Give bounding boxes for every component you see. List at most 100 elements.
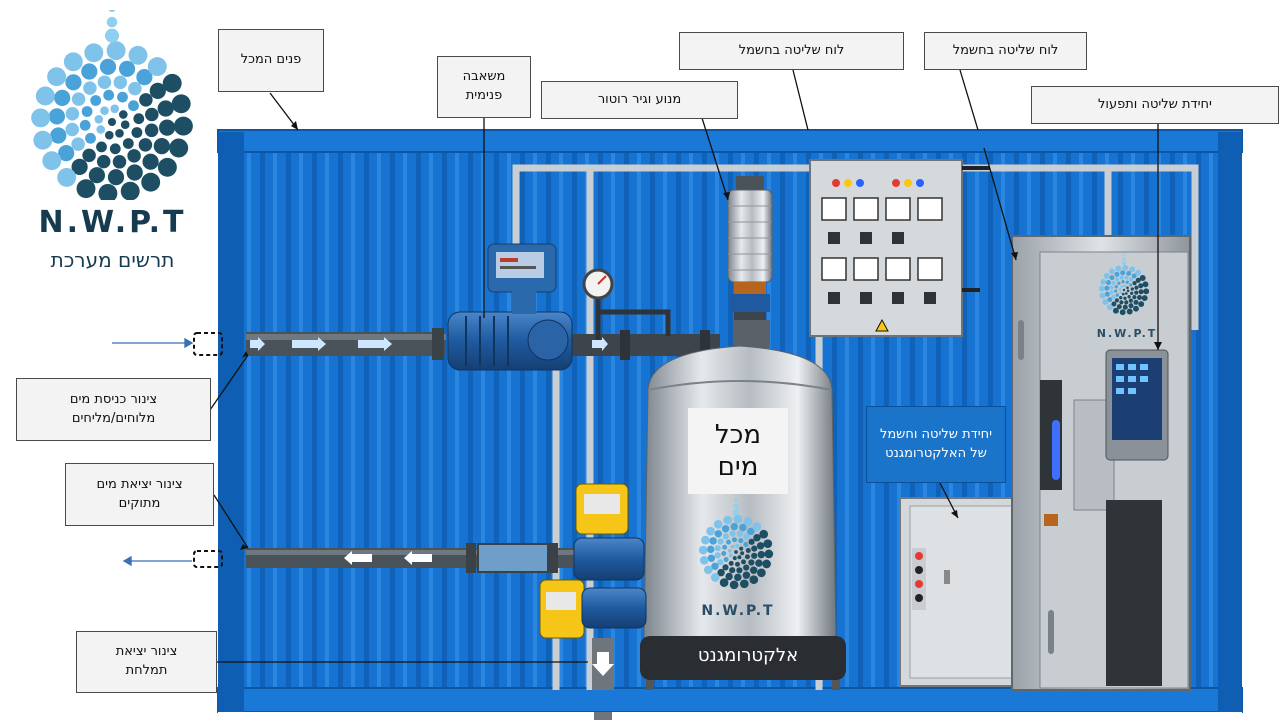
logo-dot xyxy=(747,527,755,536)
logo-dot xyxy=(96,141,107,153)
logo-dot xyxy=(1124,300,1129,305)
logo-dot xyxy=(48,108,65,125)
logo-dot xyxy=(1143,288,1150,295)
logo-dot xyxy=(128,45,148,65)
cabinet-logo-icon xyxy=(1098,249,1150,316)
logo-dot xyxy=(127,149,141,163)
logo-dot xyxy=(159,119,176,136)
logo-dot xyxy=(1130,287,1134,291)
logo-dot xyxy=(79,119,91,131)
logo-dot xyxy=(723,515,733,525)
logo-dot xyxy=(721,551,727,556)
logo-dot xyxy=(742,571,751,579)
inlet-pipe xyxy=(246,328,720,360)
logo-dot xyxy=(173,116,193,136)
logo-dot xyxy=(1119,296,1123,300)
logo-subtitle: תרשים מערכת xyxy=(50,248,175,272)
brine-outlet-pipe xyxy=(592,638,614,720)
logo-dot xyxy=(90,95,102,106)
callout-arrowheads xyxy=(240,121,1162,550)
logo-dot xyxy=(1115,277,1120,282)
logo-dot xyxy=(149,82,166,99)
logo-dot xyxy=(717,568,725,577)
booster-pumps xyxy=(539,483,647,639)
logo-dot xyxy=(1123,249,1125,252)
logo-dot xyxy=(1141,295,1148,302)
callout-control-operation-unit: יחידת שליטה ותפעול xyxy=(1031,86,1279,124)
logo-dot xyxy=(714,545,721,552)
logo-dot xyxy=(757,568,766,578)
logo-dot xyxy=(1126,308,1133,315)
logo-dot xyxy=(698,545,708,555)
logo-dot xyxy=(136,69,153,86)
logo-dot xyxy=(1099,292,1106,299)
logo-dot xyxy=(1135,277,1141,283)
logo-dot xyxy=(1123,296,1127,300)
logo-dot xyxy=(1126,286,1129,290)
logo-dot xyxy=(730,544,735,549)
logo-dot xyxy=(706,545,715,554)
logo-dot xyxy=(1128,298,1133,303)
logo-dot xyxy=(738,538,744,544)
logo-dot xyxy=(1123,284,1127,288)
logo-dot xyxy=(31,108,51,128)
logo-dot xyxy=(171,94,191,114)
logo-dot xyxy=(1135,269,1142,276)
callout-motor-rotor-gear: מנוע וגיר רוטור xyxy=(541,81,738,119)
logo-dot xyxy=(736,530,743,537)
logo-dot xyxy=(141,172,161,192)
logo-dot xyxy=(57,167,77,187)
logo-dot xyxy=(122,138,134,149)
logo-dot xyxy=(115,128,124,138)
logo-dot xyxy=(752,522,762,531)
logo-dot xyxy=(734,573,742,582)
logo-dot xyxy=(723,557,729,562)
logo-dot xyxy=(169,138,189,158)
logo-dot xyxy=(1128,303,1134,309)
logo-dot xyxy=(1119,300,1124,305)
logo-dot xyxy=(1114,285,1118,289)
logo-dot xyxy=(699,555,709,565)
logo-dot xyxy=(734,498,738,502)
logo-dot xyxy=(54,89,71,106)
logo-dot xyxy=(741,559,746,565)
logo-dot xyxy=(1124,292,1128,295)
logo-dot xyxy=(717,538,724,545)
logo-dot xyxy=(157,100,174,117)
logo-dot xyxy=(1133,299,1139,305)
logo-dot xyxy=(728,560,734,566)
logo-dot xyxy=(1111,301,1117,307)
inlet-flow-arrows xyxy=(250,337,608,351)
logo-dot xyxy=(745,548,751,553)
logo-dot xyxy=(108,5,116,13)
logo-dot xyxy=(1100,278,1107,285)
logo-dot xyxy=(82,148,96,163)
logo-dot xyxy=(739,523,747,532)
logo-dot xyxy=(748,538,755,545)
logo-dot xyxy=(711,562,719,571)
callout-outlet-pipe: צינור יציאת מים מתוקים xyxy=(65,463,214,526)
logo-dot xyxy=(1132,295,1137,300)
logo-dot xyxy=(106,16,118,28)
logo-dot xyxy=(1121,260,1127,266)
logo-dot xyxy=(714,552,721,559)
logo-dot xyxy=(1134,285,1139,290)
logo-dot xyxy=(1119,290,1122,294)
logo-dot xyxy=(701,535,710,545)
logo-dot xyxy=(1121,292,1125,296)
motor-rotor-gear xyxy=(727,176,773,338)
logo-dot xyxy=(128,81,142,96)
logo-dot xyxy=(162,73,182,93)
logo-dot xyxy=(719,578,729,587)
logo-dot xyxy=(1104,285,1110,291)
logo-dot xyxy=(81,63,98,80)
logo-dot xyxy=(743,564,750,571)
logo-dot xyxy=(763,539,773,549)
company-logo: N.W.P.T תרשים מערכת xyxy=(20,5,205,272)
logo-dot xyxy=(131,127,143,138)
logo-dot xyxy=(1129,277,1134,282)
logo-dot xyxy=(83,81,97,95)
logo-dot xyxy=(706,526,715,536)
logo-dot xyxy=(120,120,130,130)
